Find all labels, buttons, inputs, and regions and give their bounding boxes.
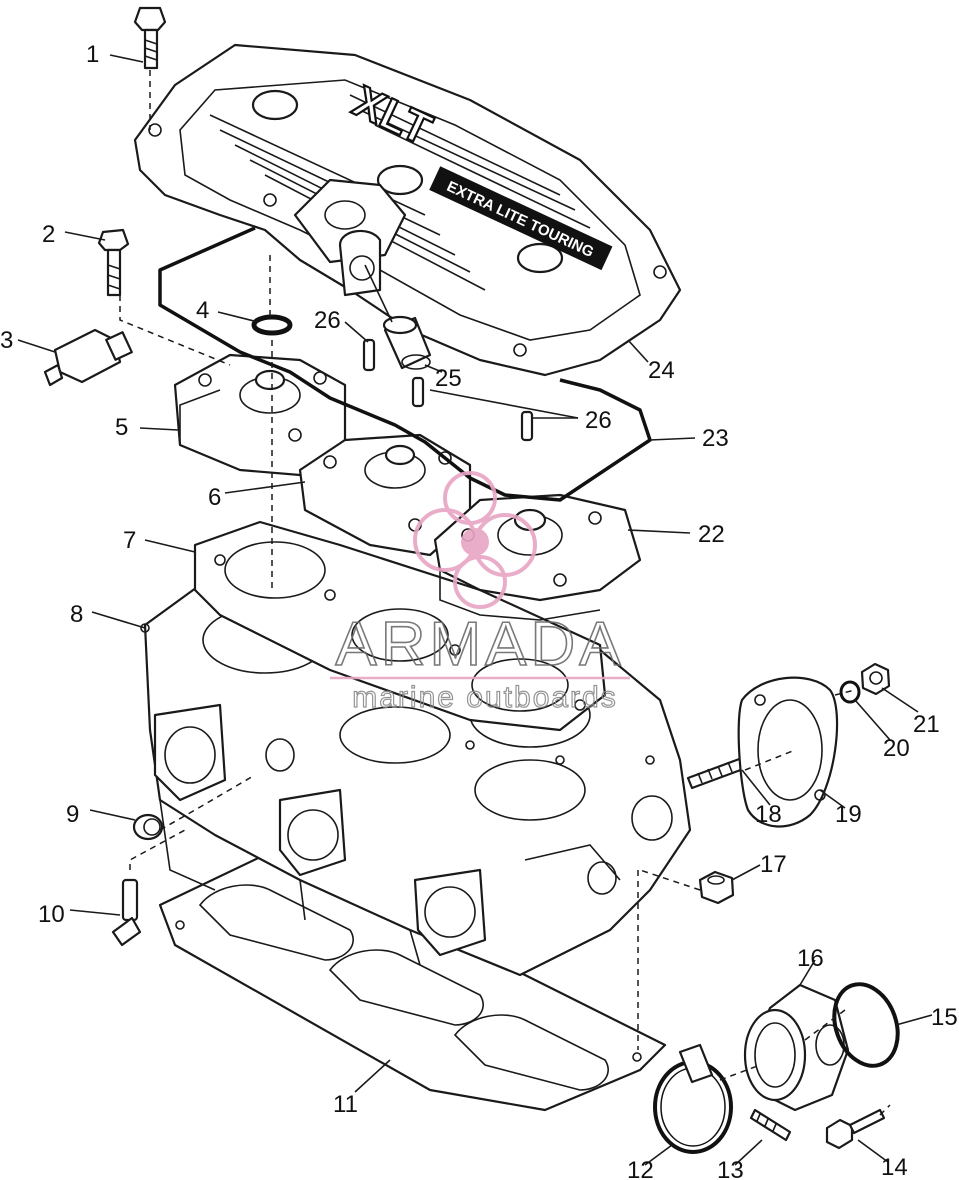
callout-15: 15	[931, 1004, 958, 1031]
watermark: ARMADA marine outboards	[330, 471, 630, 715]
leader-lines	[17, 54, 933, 1166]
callout-16: 16	[797, 945, 824, 972]
cylinder-head-cover: XLT EXTRA LITE TOURING	[133, 43, 682, 377]
callout-25: 25	[435, 365, 462, 392]
bolt-14	[825, 1108, 886, 1150]
hose-fitting	[364, 264, 432, 370]
plug-cap	[132, 813, 164, 841]
callout-6: 6	[208, 484, 221, 511]
callout-5: 5	[115, 414, 128, 441]
dowel-pin-c	[520, 410, 534, 442]
callout-26b: 26	[585, 407, 612, 434]
callout-3: 3	[0, 327, 13, 354]
callout-23: 23	[702, 425, 729, 452]
callout-22: 22	[698, 521, 725, 548]
bolt-2	[97, 228, 130, 297]
nut-21	[860, 662, 891, 696]
hose-clamp	[653, 1043, 733, 1154]
callout-10: 10	[38, 901, 65, 928]
callout-19: 19	[835, 801, 862, 828]
stud	[686, 756, 748, 790]
screw	[749, 1108, 792, 1142]
watermark-brand: ARMADA	[335, 610, 624, 679]
cylinder-head-center	[298, 433, 472, 557]
callout-2: 2	[42, 221, 55, 248]
callout-1: 1	[86, 41, 99, 68]
callout-labels: 1 2 3 4 5 6 7 8 9 10 11 12 13 14 15 16 1…	[0, 41, 958, 1180]
o-ring-15	[832, 982, 900, 1068]
assembly-lines	[119, 70, 891, 1116]
callout-21: 21	[913, 711, 940, 738]
bolt-1	[133, 6, 167, 70]
watermark-logo	[413, 471, 537, 609]
callout-26a: 26	[314, 307, 341, 334]
grease-fitting	[111, 878, 142, 947]
intake-adapter	[743, 983, 850, 1112]
callout-18: 18	[755, 801, 782, 828]
callout-7: 7	[123, 527, 136, 554]
nut-17	[698, 870, 735, 905]
callout-8: 8	[70, 601, 83, 628]
dowel-pin-a	[362, 338, 376, 372]
callout-14: 14	[881, 1154, 908, 1180]
callout-13: 13	[717, 1157, 744, 1180]
callout-17: 17	[760, 851, 787, 878]
callout-20: 20	[883, 735, 910, 762]
callout-4: 4	[196, 297, 209, 324]
dowel-pin-b	[411, 376, 425, 408]
o-ring-4	[251, 314, 293, 336]
callout-12: 12	[627, 1157, 654, 1180]
callout-11: 11	[333, 1091, 358, 1118]
temperature-sender	[43, 328, 133, 387]
callout-9: 9	[66, 801, 79, 828]
callout-24: 24	[648, 357, 675, 384]
watermark-tagline: marine outboards	[352, 681, 617, 714]
seal-cord	[158, 226, 652, 502]
